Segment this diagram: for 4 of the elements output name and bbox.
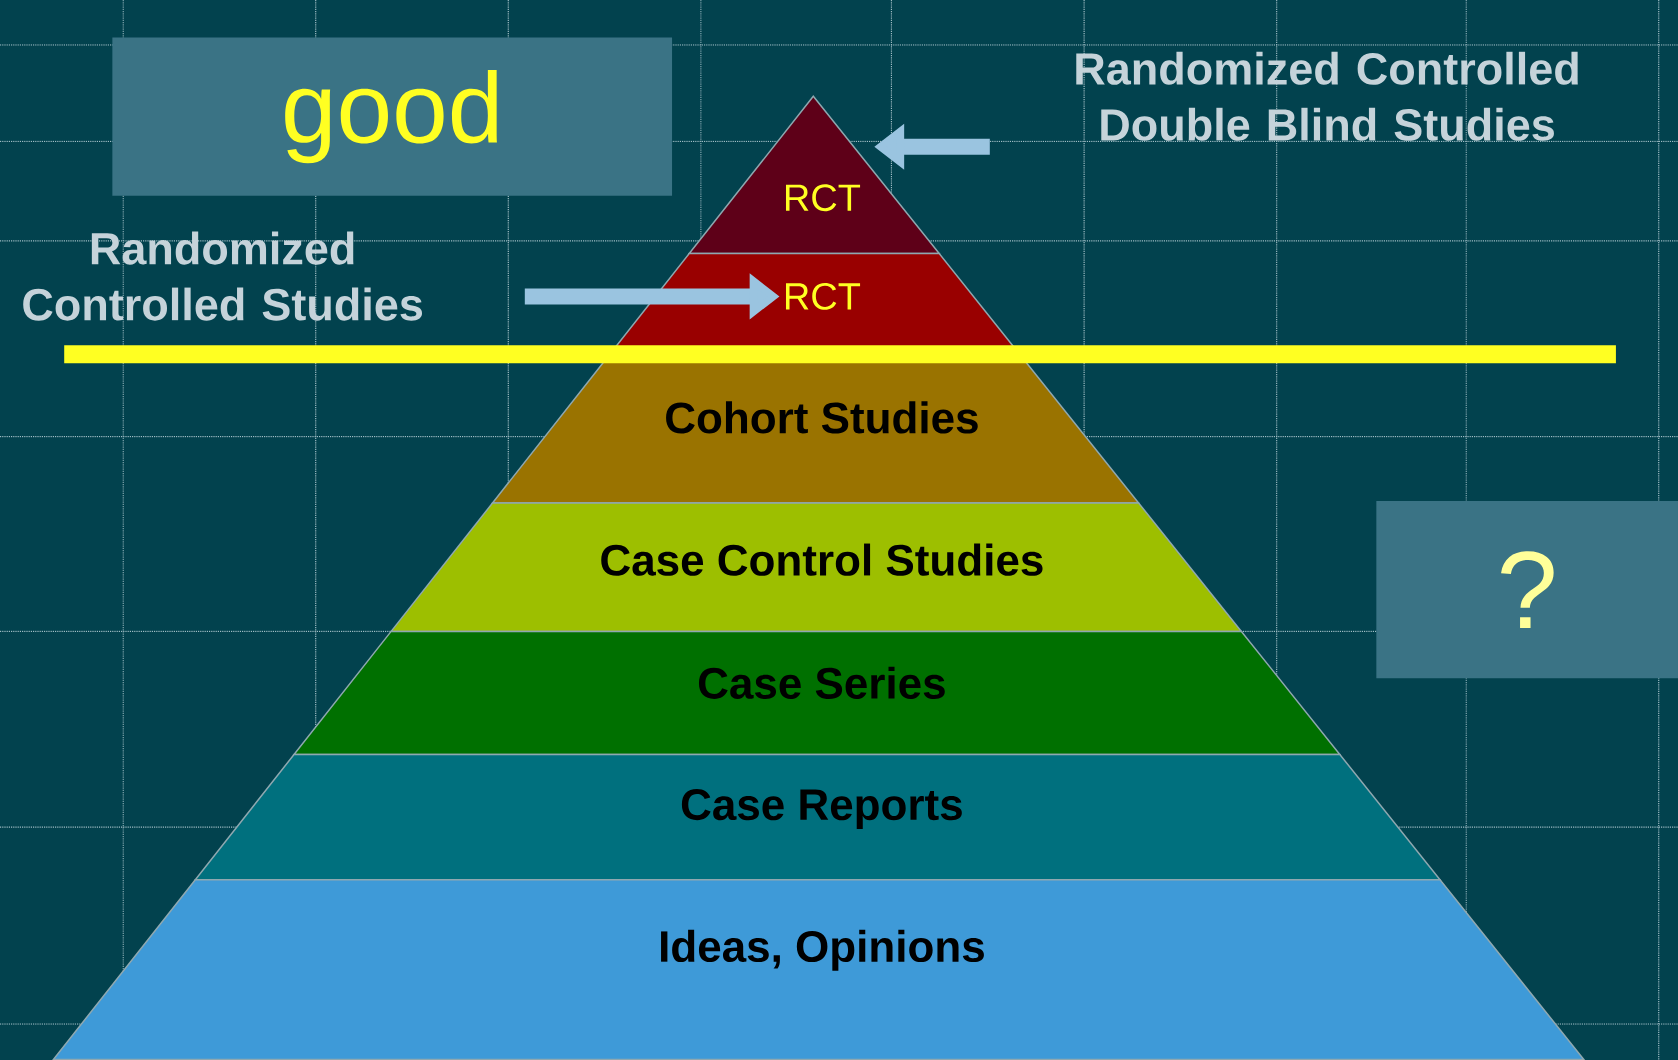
label-text: Randomized Controlled Double Blind Studies <box>1076 51 1578 141</box>
label-text: Randomized Controlled Studies <box>23 231 423 321</box>
text-box: good <box>112 37 673 196</box>
text-box: ? <box>1376 500 1678 679</box>
